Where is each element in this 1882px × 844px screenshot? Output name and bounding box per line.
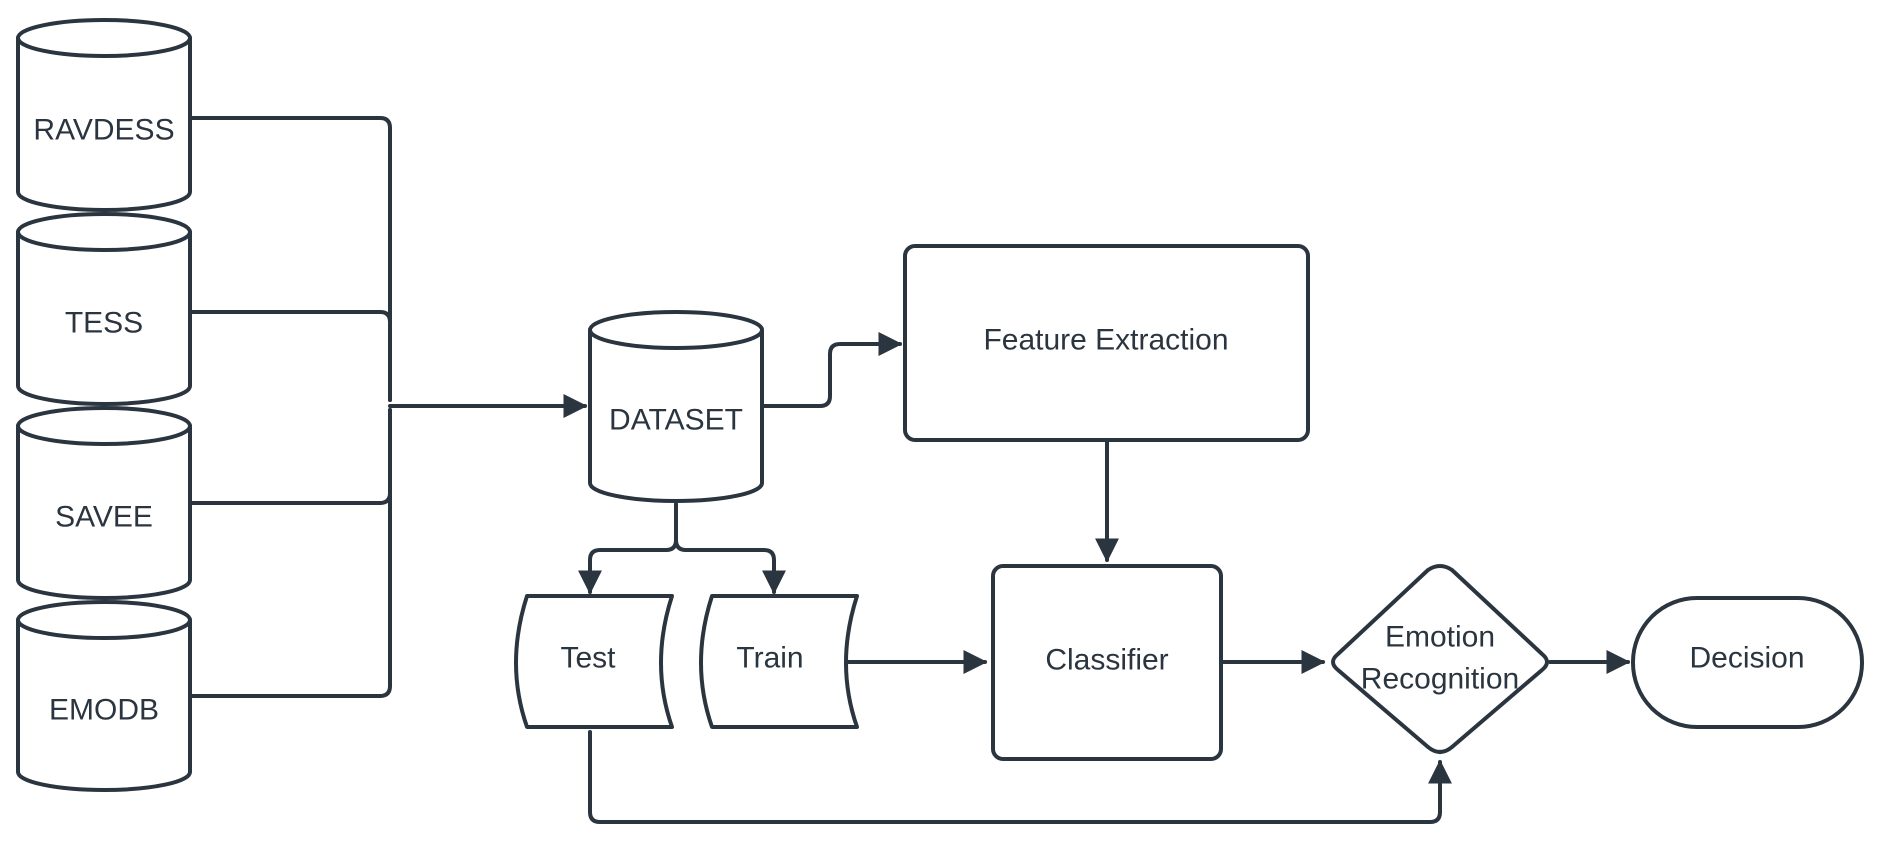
ravdess-cylinder-icon <box>16 18 192 212</box>
emodb-database: EMODB <box>16 600 192 792</box>
arrow-dataset-to-feature-extraction <box>762 332 903 408</box>
connector-emodb-merge <box>188 408 392 698</box>
emodb-label: EMODB <box>49 694 159 727</box>
test-label: Test <box>560 642 616 675</box>
decision-label: Decision <box>1689 642 1804 675</box>
dataset-database: DATASET <box>588 310 764 503</box>
classifier-label: Classifier <box>1045 644 1168 677</box>
emotion-recognition-decision: Emotion Recognition <box>1331 564 1549 754</box>
decision-box <box>1631 596 1864 729</box>
decision-terminal: Decision <box>1631 596 1864 729</box>
savee-cylinder-icon <box>16 406 192 600</box>
dataset-cylinder-icon <box>588 310 764 503</box>
test-data: Test <box>514 594 674 729</box>
train-label: Train <box>736 642 803 675</box>
arrow-test-to-emotion-recognition <box>588 730 1452 824</box>
emotion-recognition-label-line1: Emotion <box>1385 621 1495 654</box>
train-data: Train <box>699 594 859 729</box>
arrow-dataset-to-test <box>578 502 678 595</box>
emotion-recognition-label-line2: Recognition <box>1361 663 1519 696</box>
connector-tess-merge <box>188 310 392 402</box>
savee-database: SAVEE <box>16 406 192 600</box>
ravdess-database: RAVDESS <box>16 18 192 212</box>
test-stored-data-icon <box>514 594 674 729</box>
connector-ravdess-merge <box>188 116 392 402</box>
emotion-recognition-diamond <box>1331 564 1549 754</box>
dataset-label: DATASET <box>609 404 743 437</box>
tess-cylinder-icon <box>16 212 192 406</box>
tess-database: TESS <box>16 212 192 406</box>
feature-extraction-box <box>903 244 1310 442</box>
feature-extraction-process: Feature Extraction <box>903 244 1310 442</box>
tess-label: TESS <box>65 307 143 340</box>
classifier-box <box>991 564 1223 761</box>
emodb-cylinder-icon <box>16 600 192 792</box>
savee-label: SAVEE <box>55 501 153 534</box>
connectors <box>188 116 1631 824</box>
train-stored-data-icon <box>699 594 859 729</box>
arrow-dataset-to-train <box>674 538 786 595</box>
connector-savee-merge <box>188 408 392 505</box>
ravdess-label: RAVDESS <box>33 114 174 147</box>
classifier-process: Classifier <box>991 564 1223 761</box>
feature-extraction-label: Feature Extraction <box>983 324 1228 357</box>
